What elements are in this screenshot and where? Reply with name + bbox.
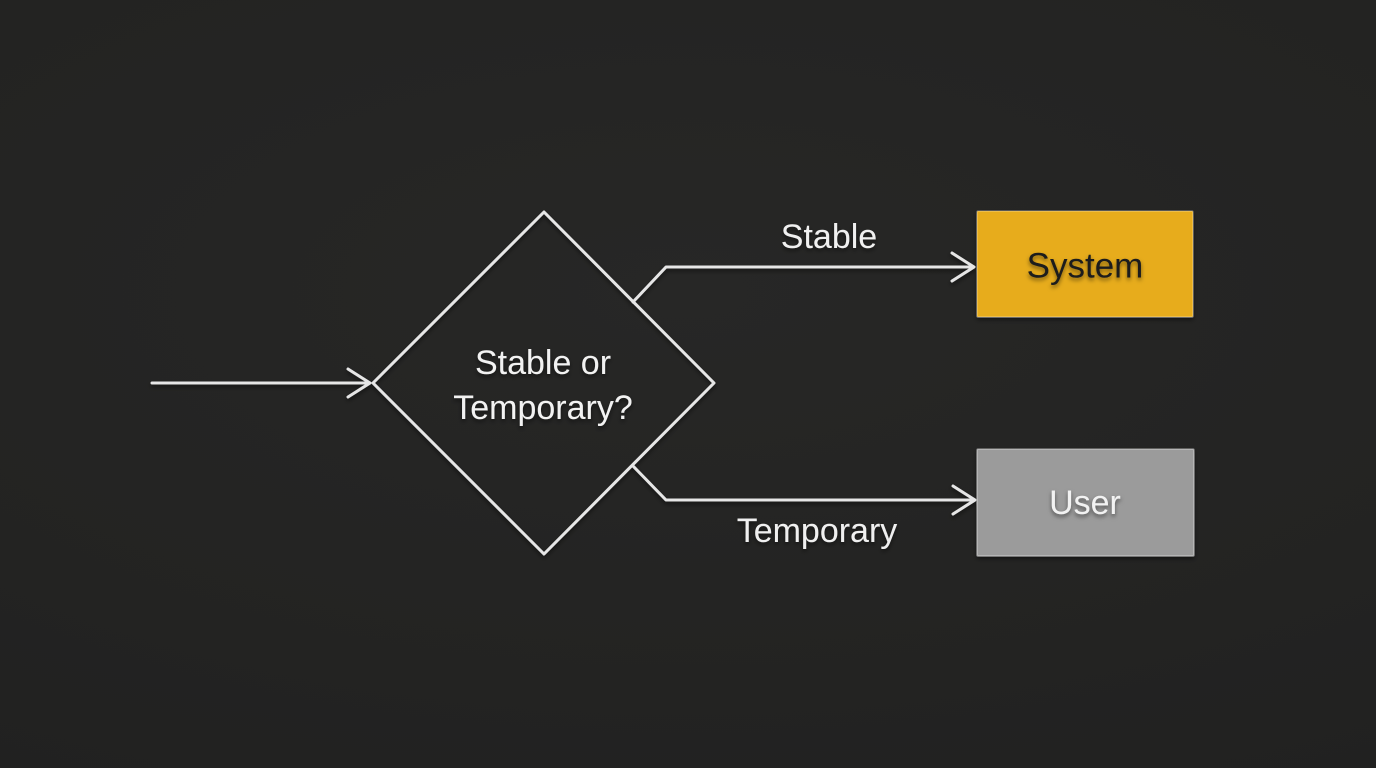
system-node: [976, 210, 1194, 318]
user-node: [976, 448, 1195, 557]
stable-arrowhead-icon: [950, 251, 976, 283]
decision-label-line2: Temporary?: [453, 389, 633, 427]
user-node-label: User: [1049, 484, 1121, 522]
decision-label-line1: Stable or: [475, 344, 611, 382]
temporary-arrowhead-icon: [951, 484, 977, 516]
input-arrow: [150, 367, 372, 399]
temporary-branch-arrow: [631, 464, 977, 516]
temporary-branch-line: [631, 464, 973, 502]
stable-branch-arrow: [631, 251, 976, 304]
system-node-label: System: [1027, 247, 1144, 286]
input-arrowhead-icon: [346, 367, 372, 399]
temporary-branch-label: Temporary: [737, 512, 898, 550]
stable-branch-line: [631, 265, 972, 304]
stable-branch-label: Stable: [781, 218, 877, 256]
decision-diamond: [371, 210, 716, 556]
